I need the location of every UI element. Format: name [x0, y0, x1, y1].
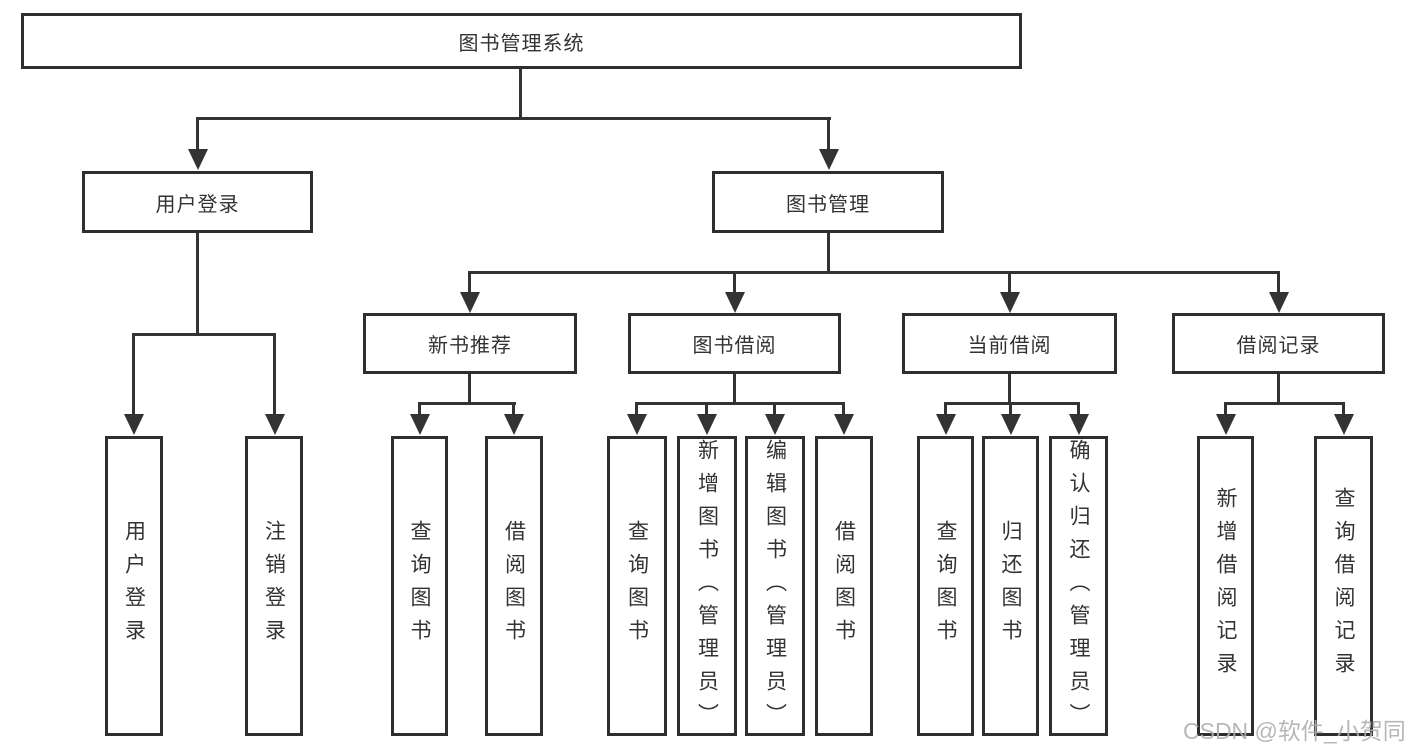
leaf-edit-book-admin-label: 编辑图书（管理员） — [763, 439, 787, 736]
connector-arrow-stem — [944, 402, 947, 415]
arrow-down-icon — [834, 414, 854, 435]
leaf-add-book-admin: 新增图书（管理员） — [677, 436, 737, 736]
leaf-query-borrow-record-label: 查询借阅记录 — [1332, 487, 1355, 685]
node-book-management-label: 图书管理 — [786, 193, 870, 216]
connector-arrow-stem — [773, 402, 776, 415]
node-borrow-records-label: 借阅记录 — [1236, 335, 1321, 357]
connector-arrow-stem — [705, 402, 708, 415]
csdn-watermark: CSDN @软件_小贺同学 — [1183, 718, 1405, 744]
arrow-down-icon — [1334, 414, 1354, 435]
leaf-user-login: 用户登录 — [105, 436, 163, 736]
connector-bookmgmt-stem — [827, 233, 830, 273]
connector-groupC-stem — [1008, 374, 1011, 404]
leaf-query-books-recommend: 查询图书 — [391, 436, 448, 736]
leaf-confirm-return-admin: 确认归还（管理员） — [1049, 436, 1108, 736]
arrow-down-icon — [819, 149, 839, 170]
node-new-book-recommend: 新书推荐 — [363, 313, 577, 374]
node-book-borrow: 图书借阅 — [628, 313, 841, 374]
arrow-down-icon — [460, 292, 480, 313]
connector-arrow-stem — [512, 402, 515, 415]
connector-groupD-stem — [1277, 374, 1280, 404]
connector-arrow-stem — [418, 402, 421, 415]
leaf-add-borrow-record-label: 新增借阅记录 — [1214, 487, 1237, 685]
arrow-down-icon — [1001, 414, 1021, 435]
arrow-down-icon — [725, 292, 745, 313]
leaf-add-book-admin-label: 新增图书（管理员） — [695, 439, 719, 736]
connector-arrow-stem — [1077, 402, 1080, 415]
leaf-query-books-borrow: 查询图书 — [607, 436, 667, 736]
arrow-down-icon — [1069, 414, 1089, 435]
leaf-return-book-label: 归还图书 — [999, 520, 1022, 652]
connector-arrow-stem — [1277, 271, 1280, 293]
connector-arrow-stem — [196, 117, 199, 150]
arrow-down-icon — [188, 149, 208, 170]
leaf-borrow-books-label: 借阅图书 — [832, 520, 856, 652]
connector-level2-branch — [196, 117, 831, 120]
leaf-logout: 注销登录 — [245, 436, 303, 736]
leaf-logout-label: 注销登录 — [262, 520, 286, 652]
connector-groupA-branch — [418, 402, 516, 405]
connector-groupB-stem — [733, 374, 736, 404]
leaf-query-books-borrow-label: 查询图书 — [625, 520, 649, 652]
connector-arrow-stem — [132, 333, 135, 415]
connector-groupA-stem — [468, 374, 471, 404]
leaf-query-books-current-label: 查询图书 — [934, 520, 957, 652]
connector-root-stem — [519, 69, 522, 120]
arrow-down-icon — [1000, 292, 1020, 313]
arrow-down-icon — [410, 414, 430, 435]
node-book-borrow-label: 图书借阅 — [692, 335, 777, 357]
connector-arrow-stem — [468, 271, 471, 293]
node-book-management: 图书管理 — [712, 171, 944, 233]
node-borrow-records: 借阅记录 — [1172, 313, 1385, 374]
connector-arrow-stem — [1224, 402, 1227, 415]
leaf-return-book: 归还图书 — [982, 436, 1039, 736]
connector-groupB-branch — [636, 402, 845, 405]
leaf-query-books-recommend-label: 查询图书 — [408, 520, 431, 652]
connector-arrow-stem — [733, 271, 736, 293]
connector-groupD-branch — [1224, 402, 1345, 405]
leaf-add-borrow-record: 新增借阅记录 — [1197, 436, 1254, 736]
leaf-borrow-books: 借阅图书 — [815, 436, 873, 736]
connector-arrow-stem — [827, 117, 830, 150]
connector-arrow-stem — [1008, 271, 1011, 293]
arrow-down-icon — [627, 414, 647, 435]
node-user-login: 用户登录 — [82, 171, 313, 233]
leaf-query-books-current: 查询图书 — [917, 436, 974, 736]
connector-userlogin-branch — [132, 333, 276, 336]
connector-groupC-branch — [944, 402, 1080, 405]
connector-arrow-stem — [273, 333, 276, 415]
arrow-down-icon — [504, 414, 524, 435]
leaf-confirm-return-admin-label: 确认归还（管理员） — [1067, 439, 1090, 736]
arrow-down-icon — [1216, 414, 1236, 435]
arrow-down-icon — [124, 414, 144, 435]
connector-level3-branch — [468, 271, 1280, 274]
leaf-query-borrow-record: 查询借阅记录 — [1314, 436, 1373, 736]
arrow-down-icon — [936, 414, 956, 435]
node-new-book-recommend-label: 新书推荐 — [428, 335, 512, 357]
leaf-borrow-books-recommend-label: 借阅图书 — [502, 520, 526, 652]
leaf-user-login-label: 用户登录 — [122, 520, 146, 652]
arrow-down-icon — [265, 414, 285, 435]
arrow-down-icon — [697, 414, 717, 435]
node-user-login-label: 用户登录 — [155, 193, 240, 216]
node-root: 图书管理系统 — [21, 13, 1022, 69]
arrow-down-icon — [1269, 292, 1289, 313]
connector-arrow-stem — [1342, 402, 1345, 415]
node-current-borrow-label: 当前借阅 — [967, 335, 1052, 357]
leaf-edit-book-admin: 编辑图书（管理员） — [745, 436, 805, 736]
connector-arrow-stem — [1009, 402, 1012, 415]
node-root-label: 图书管理系统 — [458, 32, 585, 55]
arrow-down-icon — [765, 414, 785, 435]
connector-userlogin-stem — [196, 233, 199, 334]
connector-arrow-stem — [842, 402, 845, 415]
node-current-borrow: 当前借阅 — [902, 313, 1117, 374]
leaf-borrow-books-recommend: 借阅图书 — [485, 436, 543, 736]
connector-arrow-stem — [635, 402, 638, 415]
